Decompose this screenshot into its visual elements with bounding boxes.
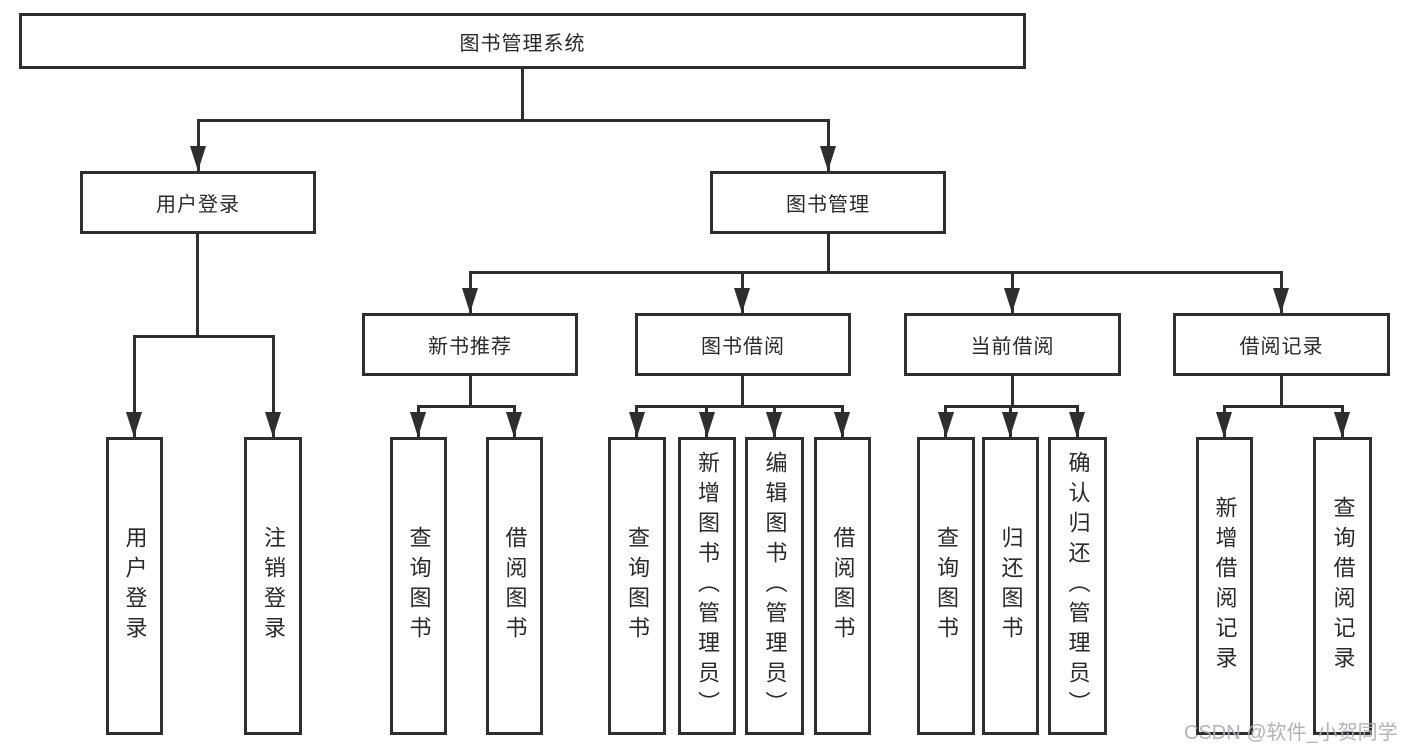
connector-line: [635, 405, 844, 408]
arrow-down-icon: [766, 412, 782, 437]
arrow-down-icon: [506, 412, 522, 437]
arrow-down-icon: [1002, 412, 1018, 437]
node-user-login-label: 用户登录: [156, 194, 240, 216]
arrow-down-icon: [938, 412, 954, 437]
leaf-query-borrow-record: 查询借阅记录: [1313, 437, 1372, 735]
connector-line: [133, 335, 136, 437]
arrow-down-icon: [629, 412, 645, 437]
arrow-down-icon: [126, 412, 142, 437]
leaf-confirm-return-admin-label: 确认归还（管理员）: [1065, 451, 1091, 721]
leaf-query-borrow-record-label: 查询借阅记录: [1330, 496, 1356, 676]
connector-line: [469, 271, 1283, 274]
arrow-down-icon: [699, 412, 715, 437]
connector-line: [133, 335, 275, 338]
node-new-book-recommend-label: 新书推荐: [428, 336, 512, 358]
node-current-borrow: 当前借阅: [904, 313, 1121, 376]
leaf-query-books-current: 查询图书: [917, 437, 975, 735]
connector-line: [417, 405, 516, 408]
leaf-user-login: 用户登录: [106, 437, 163, 735]
leaf-query-books-recommend-label: 查询图书: [406, 526, 432, 646]
leaf-borrow-books-recommend-label: 借阅图书: [502, 526, 528, 646]
connector-line: [1280, 376, 1283, 407]
node-root-label: 图书管理系统: [459, 32, 586, 55]
connector-line: [469, 376, 472, 407]
arrow-down-icon: [1004, 288, 1020, 313]
leaf-return-book-label: 归还图书: [998, 526, 1024, 646]
node-new-book-recommend: 新书推荐: [362, 313, 578, 376]
node-book-borrow-label: 图书借阅: [701, 336, 785, 358]
leaf-query-books-borrow: 查询图书: [608, 437, 666, 735]
node-book-management: 图书管理: [710, 171, 946, 234]
leaf-query-books-current-label: 查询图书: [934, 526, 959, 646]
connector-line: [521, 69, 524, 121]
leaf-add-book-admin-label: 新增图书（管理员）: [695, 451, 720, 721]
node-borrow-record-label: 借阅记录: [1239, 336, 1324, 358]
connector-line: [197, 119, 830, 122]
connector-line: [1011, 376, 1014, 407]
arrow-down-icon: [190, 146, 206, 171]
arrow-down-icon: [820, 146, 836, 171]
leaf-borrow-books: 借阅图书: [814, 437, 871, 735]
node-current-borrow-label: 当前借阅: [970, 336, 1055, 358]
arrow-down-icon: [1334, 412, 1350, 437]
leaf-add-book-admin: 新增图书（管理员）: [678, 437, 736, 735]
connector-line: [196, 234, 199, 337]
node-book-management-label: 图书管理: [786, 194, 870, 216]
connector-line: [827, 119, 830, 171]
leaf-return-book: 归还图书: [982, 437, 1039, 735]
leaf-query-books-borrow-label: 查询图书: [625, 526, 650, 646]
leaf-add-borrow-record: 新增借阅记录: [1196, 437, 1253, 735]
csdn-watermark: CSDN @软件_小贺同学: [1184, 722, 1398, 744]
connector-line: [272, 335, 275, 437]
leaf-query-books-recommend: 查询图书: [390, 437, 447, 735]
arrow-down-icon: [410, 412, 426, 437]
arrow-down-icon: [462, 288, 478, 313]
node-book-borrow: 图书借阅: [635, 313, 851, 376]
connector-line: [741, 376, 744, 407]
arrow-down-icon: [834, 412, 850, 437]
node-borrow-record: 借阅记录: [1173, 313, 1390, 376]
connector-line: [1223, 405, 1344, 408]
leaf-logout-label: 注销登录: [261, 526, 286, 646]
leaf-borrow-books-label: 借阅图书: [830, 526, 856, 646]
node-user-login: 用户登录: [80, 171, 316, 234]
leaf-add-borrow-record-label: 新增借阅记录: [1212, 496, 1238, 676]
leaf-edit-book-admin: 编辑图书（管理员）: [745, 437, 804, 735]
leaf-edit-book-admin-label: 编辑图书（管理员）: [762, 451, 788, 721]
arrow-down-icon: [1273, 288, 1289, 313]
arrow-down-icon: [265, 412, 281, 437]
connector-line: [827, 234, 830, 274]
leaf-user-login-label: 用户登录: [122, 526, 148, 646]
arrow-down-icon: [734, 288, 750, 313]
node-root: 图书管理系统: [19, 13, 1026, 69]
leaf-logout: 注销登录: [244, 437, 302, 735]
connector-line: [197, 119, 200, 171]
arrow-down-icon: [1216, 412, 1232, 437]
arrow-down-icon: [1069, 412, 1085, 437]
leaf-confirm-return-admin: 确认归还（管理员）: [1048, 437, 1107, 735]
leaf-borrow-books-recommend: 借阅图书: [486, 437, 543, 735]
